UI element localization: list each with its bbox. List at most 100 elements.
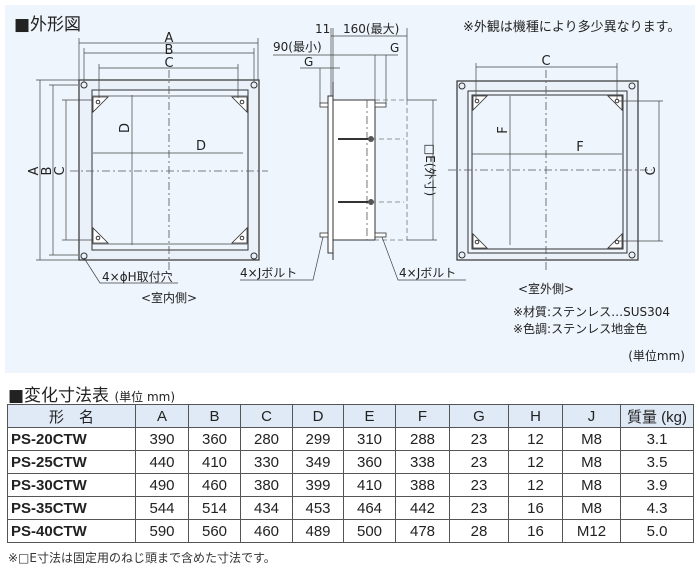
outdoor-view: C C F F <室外側> ※材質:ステンレス…SUS304 ※色調:ステンレス…: [448, 54, 685, 363]
header-weight: 質量 (kg): [620, 404, 694, 428]
value-cell: 434: [240, 496, 293, 520]
value-cell: 23: [449, 473, 509, 497]
value-cell: 310: [343, 427, 396, 451]
header-model: 形 名: [7, 404, 136, 428]
dim-b-vertical-label: B: [40, 167, 55, 176]
dim-90-label: 90(最小): [273, 40, 322, 54]
value-cell: 410: [188, 450, 241, 474]
dim-c-label: C: [164, 56, 173, 71]
table-title: ■変化寸法表 (単位 mm): [8, 381, 175, 406]
model-cell: PS-30CTW: [7, 473, 136, 497]
value-cell: 5.0: [620, 519, 694, 543]
value-cell: M8: [562, 496, 621, 520]
header-g: G: [449, 404, 509, 428]
value-cell: 514: [188, 496, 241, 520]
value-cell: 560: [188, 519, 241, 543]
dim-c-vertical-label: C: [53, 166, 68, 175]
indoor-side-label: <室内側>: [141, 290, 197, 305]
value-cell: 330: [240, 450, 293, 474]
material-note: ※材質:ステンレス…SUS304: [513, 304, 670, 319]
value-cell: M8: [562, 427, 621, 451]
mounting-hole-icon: [458, 82, 636, 259]
value-cell: 464: [343, 496, 396, 520]
value-cell: 28: [449, 519, 509, 543]
value-cell: 590: [135, 519, 189, 543]
value-cell: 23: [449, 496, 509, 520]
dim-b-label: B: [165, 43, 174, 58]
value-cell: 349: [292, 450, 344, 474]
header-d: D: [292, 404, 344, 428]
header-c: C: [240, 404, 293, 428]
outline-diagram: ■外形図 ※外観は機種により多少異なります。 A B C A B C: [5, 5, 695, 373]
dim-160-label: 160(最大): [343, 22, 399, 36]
dim-11-label: 11: [315, 22, 330, 36]
value-cell: 4.3: [620, 496, 694, 520]
model-cell: PS-35CTW: [7, 496, 136, 520]
value-cell: M12: [562, 519, 621, 543]
header-a: A: [135, 404, 189, 428]
side-view: 11 160(最大) 90(最小) G G □E(外寸) 4×Jボルト 4×Jボ…: [240, 22, 466, 281]
corner-bracket-icon: [92, 96, 248, 244]
value-cell: 440: [135, 450, 189, 474]
appearance-note: ※外観は機種により多少異なります。: [463, 19, 680, 35]
footnote: ※□E寸法は固定用のねじ頭まで含めた寸法です。: [8, 551, 276, 565]
nut-icon: [368, 136, 374, 142]
value-cell: 390: [135, 427, 189, 451]
header-b: B: [188, 404, 241, 428]
value-cell: 453: [292, 496, 344, 520]
bolt-label-left: 4×Jボルト: [240, 266, 297, 280]
value-cell: 500: [343, 519, 396, 543]
value-cell: 3.9: [620, 473, 694, 497]
value-cell: M8: [562, 450, 621, 474]
color-note: ※色調:ステンレス地金色: [513, 321, 647, 336]
value-cell: 3.1: [620, 427, 694, 451]
value-cell: 23: [449, 427, 509, 451]
value-cell: 360: [188, 427, 241, 451]
value-cell: 299: [292, 427, 344, 451]
dim-f-vertical-label: F: [496, 126, 511, 133]
value-cell: 544: [135, 496, 189, 520]
value-cell: 12: [508, 473, 563, 497]
value-cell: 410: [343, 473, 396, 497]
value-cell: 478: [395, 519, 450, 543]
value-cell: 442: [395, 496, 450, 520]
table-unit: (単位 mm): [114, 390, 176, 404]
header-e: E: [343, 404, 396, 428]
value-cell: 12: [508, 450, 563, 474]
value-cell: 399: [292, 473, 344, 497]
model-cell: PS-20CTW: [7, 427, 136, 451]
value-cell: 280: [240, 427, 293, 451]
value-cell: 23: [449, 450, 509, 474]
value-cell: 460: [240, 519, 293, 543]
nut-icon: [368, 199, 374, 205]
value-cell: 360: [343, 450, 396, 474]
value-cell: 460: [188, 473, 241, 497]
dim-a-label: A: [165, 31, 174, 46]
value-cell: 288: [395, 427, 450, 451]
value-cell: 338: [395, 450, 450, 474]
dim-d-label: D: [196, 139, 206, 154]
outdoor-side-label: <室外側>: [518, 281, 574, 296]
value-cell: 16: [508, 496, 563, 520]
hole-label: 4×ϕH取付穴: [102, 269, 173, 284]
value-cell: 490: [135, 473, 189, 497]
model-cell: PS-40CTW: [7, 519, 136, 543]
header-j: J: [562, 404, 621, 428]
table-header-row: 形 名 A B C D E F G H J 質量 (kg): [7, 404, 694, 428]
value-cell: 380: [240, 473, 293, 497]
outline-title: ■外形図: [14, 15, 81, 35]
value-cell: 12: [508, 427, 563, 451]
model-cell: PS-25CTW: [7, 450, 136, 474]
value-cell: 3.5: [620, 450, 694, 474]
dim-e-label: □E(外寸): [423, 144, 437, 196]
header-f: F: [395, 404, 450, 428]
dim-d-vertical-label: D: [118, 123, 133, 133]
dim-a-vertical-label: A: [27, 166, 42, 175]
value-cell: 16: [508, 519, 563, 543]
corner-bracket-icon: [472, 95, 623, 249]
